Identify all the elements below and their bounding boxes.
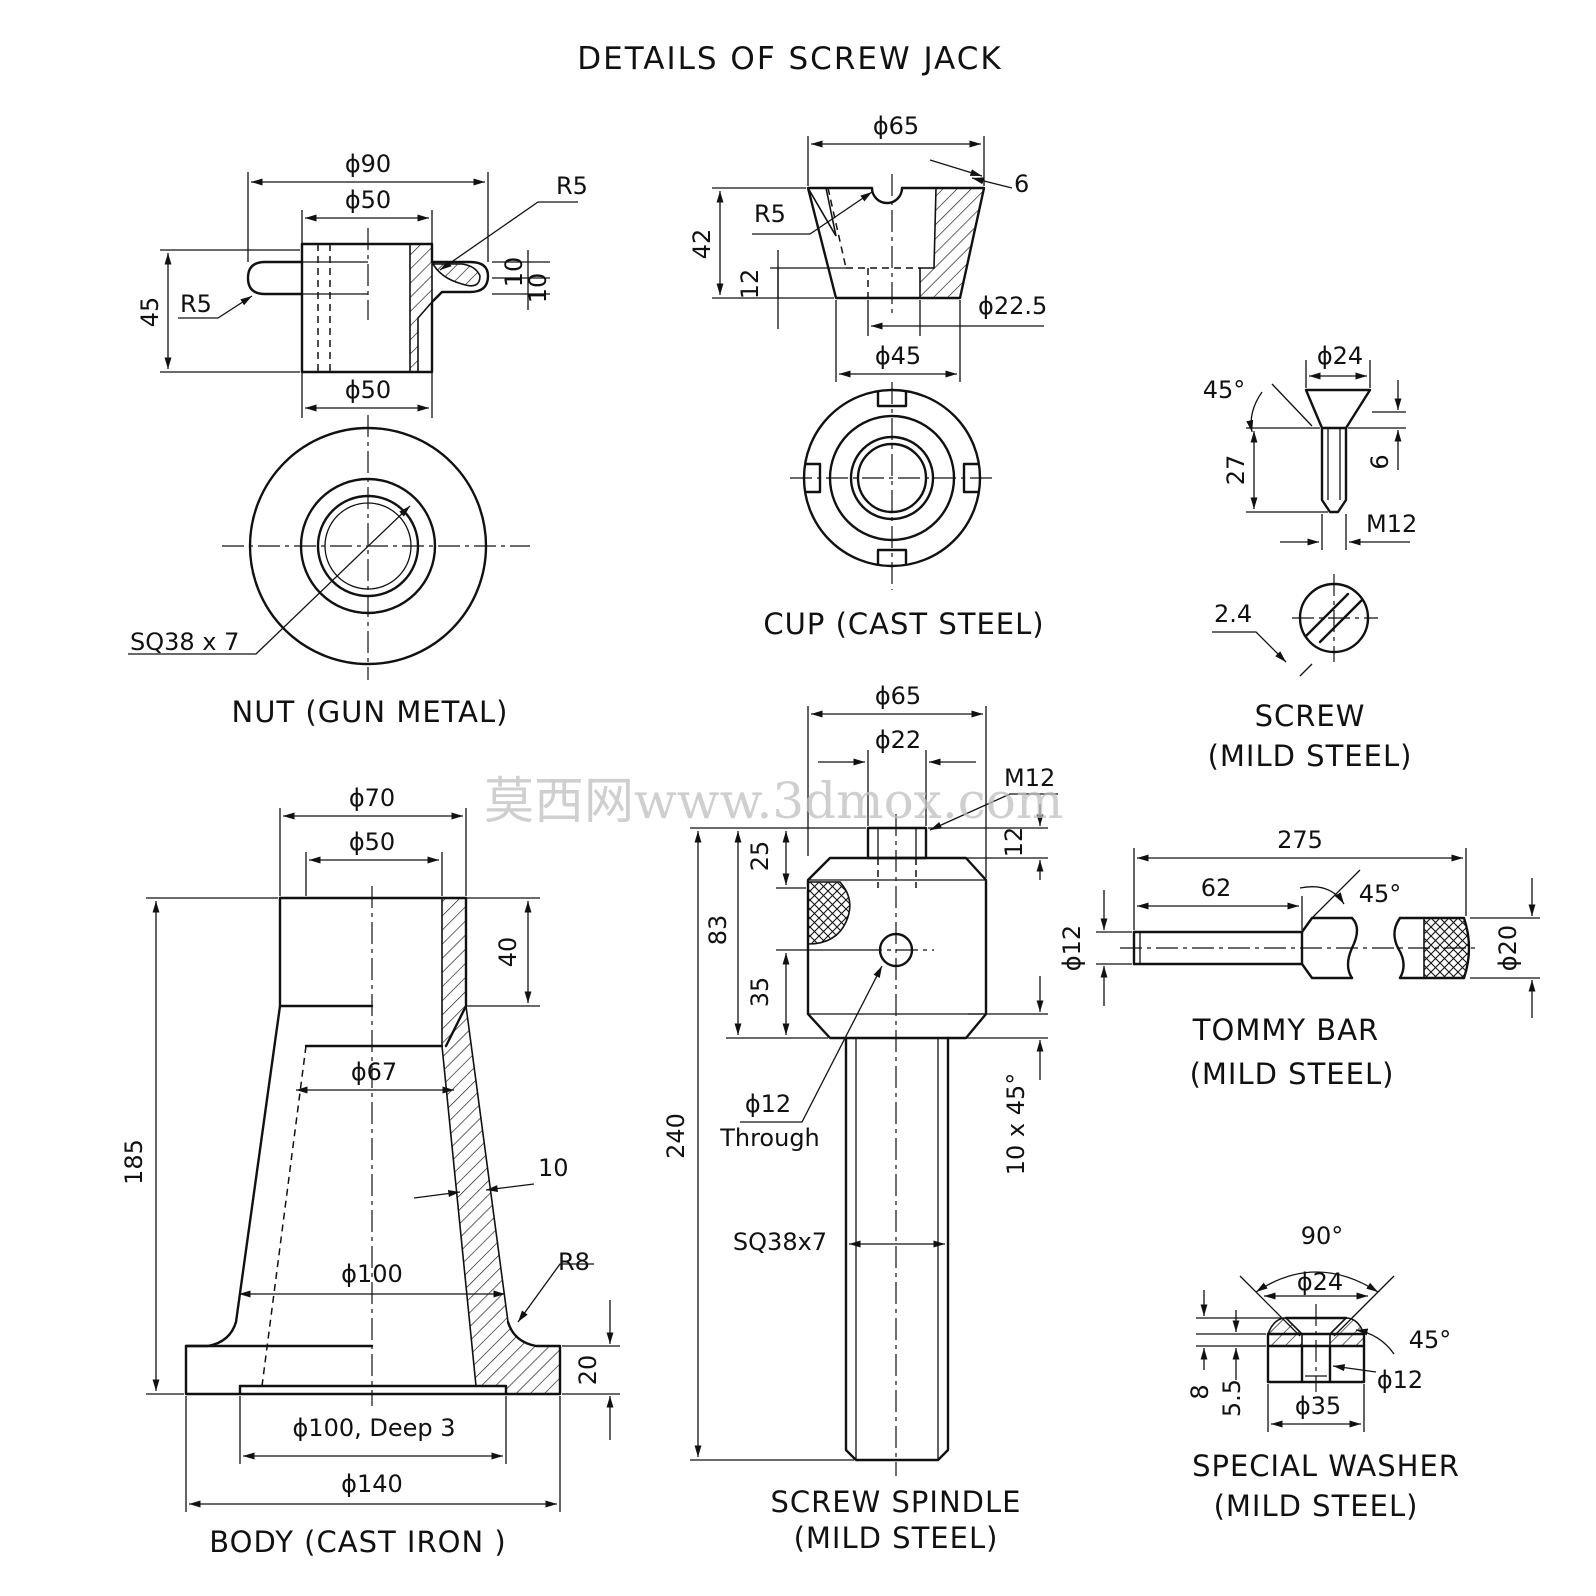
dim-h12: 12 xyxy=(736,269,764,300)
dim-h83: 83 xyxy=(704,915,732,946)
dim-d45: ϕ45 xyxy=(875,342,921,370)
page-title: DETAILS OF SCREW JACK xyxy=(577,41,1002,77)
spindle-label-2: (MILD STEEL) xyxy=(794,1521,999,1555)
dim-d140: ϕ140 xyxy=(341,1470,403,1498)
tommy-dimension-texts: 275 62 45° ϕ12 ϕ20 xyxy=(1058,826,1522,971)
dim-d12: ϕ12 xyxy=(1058,925,1086,971)
dim-r5: R5 xyxy=(754,200,786,228)
dim-t6: 6 xyxy=(1014,170,1029,198)
dim-h42: 42 xyxy=(688,229,716,260)
dim-a45: 45° xyxy=(1409,1326,1452,1354)
dim-d67: ϕ67 xyxy=(351,1058,397,1086)
dim-a45: 45° xyxy=(1203,376,1246,404)
cup-dimension-texts: ϕ65 6 R5 42 12 ϕ22.5 ϕ45 xyxy=(688,112,1047,370)
dim-h12: 12 xyxy=(1000,827,1028,858)
nut-label: NUT (GUN METAL) xyxy=(232,695,509,729)
dim-d24: ϕ24 xyxy=(1297,1268,1343,1296)
tommy-label-2: (MILD STEEL) xyxy=(1190,1057,1395,1091)
dim-d50-bottom: ϕ50 xyxy=(345,376,391,404)
screw-side-view xyxy=(1304,388,1372,514)
cup-front-view xyxy=(806,174,986,318)
dim-t10: 10 xyxy=(538,1154,569,1182)
dim-recess: ϕ100, Deep 3 xyxy=(292,1414,455,1442)
dim-h6: 6 xyxy=(1366,454,1394,469)
dim-d90: ϕ90 xyxy=(345,150,391,178)
dim-l62: 62 xyxy=(1201,874,1232,902)
body-section-view xyxy=(184,886,562,1406)
spindle-dimensions xyxy=(690,706,1058,1461)
nut-front-view xyxy=(246,228,490,374)
washer-label-2: (MILD STEEL) xyxy=(1214,1489,1419,1523)
screw-label-2: (MILD STEEL) xyxy=(1208,739,1413,773)
screw-label-1: SCREW xyxy=(1255,699,1366,733)
dim-d22-5: ϕ22.5 xyxy=(978,292,1047,320)
dim-s2-4: 2.4 xyxy=(1214,600,1252,628)
dim-h8: 8 xyxy=(1186,1384,1214,1399)
nut-dimension-texts: ϕ90 ϕ50 ϕ50 R5 R5 45 10 10 SQ38 x 7 xyxy=(130,150,588,656)
nut-top-view xyxy=(222,415,530,680)
washer-dimensions xyxy=(1196,1271,1395,1432)
dim-d12: ϕ12 xyxy=(1377,1366,1423,1394)
dim-a90: 90° xyxy=(1301,1222,1344,1250)
spindle-view xyxy=(806,814,988,1476)
dim-d24: ϕ24 xyxy=(1317,342,1363,370)
dim-d65: ϕ65 xyxy=(873,112,919,140)
dim-t10b: 10 xyxy=(524,273,552,304)
dim-r5-left: R5 xyxy=(180,290,212,318)
screw-dimensions xyxy=(1212,360,1410,677)
nut-dimensions xyxy=(128,172,578,655)
dim-d50: ϕ50 xyxy=(349,828,395,856)
dim-d100: ϕ100 xyxy=(341,1260,403,1288)
body-label: BODY (CAST IRON ) xyxy=(209,1525,506,1559)
screw-end-view xyxy=(1292,574,1378,662)
dim-d22: ϕ22 xyxy=(875,726,921,754)
dim-h35: 35 xyxy=(746,977,774,1008)
spindle-label-1: SCREW SPINDLE xyxy=(771,1485,1022,1519)
cup-dimensions xyxy=(712,136,1044,382)
dim-h40: 40 xyxy=(494,937,522,968)
tommy-bar-view xyxy=(1120,916,1478,980)
watermark-text: 莫西网www.3dmox.com xyxy=(484,772,1063,830)
washer-dimension-texts: 90° ϕ24 45° 8 5.5 ϕ12 ϕ35 xyxy=(1186,1222,1451,1420)
dim-m12: M12 xyxy=(1004,764,1055,792)
dim-d50-top: ϕ50 xyxy=(345,186,391,214)
dim-r8: R8 xyxy=(558,1248,590,1276)
dim-h5-5: 5.5 xyxy=(1218,1379,1246,1417)
washer-label-1: SPECIAL WASHER xyxy=(1192,1449,1460,1483)
dim-m12: M12 xyxy=(1366,510,1417,538)
tommy-dimensions xyxy=(1096,848,1540,1018)
dim-h27: 27 xyxy=(1222,455,1250,486)
cup-top-view xyxy=(790,382,996,590)
dim-h25: 25 xyxy=(746,841,774,872)
dim-hole: ϕ12 xyxy=(745,1090,791,1118)
dim-d70: ϕ70 xyxy=(349,784,395,812)
dim-d20: ϕ20 xyxy=(1494,925,1522,971)
dim-through: Through xyxy=(719,1124,820,1152)
dim-t10a: 10 xyxy=(500,257,528,288)
dim-d65: ϕ65 xyxy=(875,682,921,710)
dim-h185: 185 xyxy=(120,1139,148,1185)
dim-l275: 275 xyxy=(1277,826,1323,854)
dim-a45: 45° xyxy=(1359,880,1402,908)
body-dimensions xyxy=(146,808,620,1512)
screw-dimension-texts: 45° ϕ24 27 6 M12 2.4 xyxy=(1203,342,1418,628)
dim-d35: ϕ35 xyxy=(1295,1392,1341,1420)
tommy-label-1: TOMMY BAR xyxy=(1192,1013,1379,1047)
dim-h240: 240 xyxy=(662,1113,690,1159)
dim-chamfer: 10 x 45° xyxy=(1002,1073,1030,1176)
dim-thread: SQ38x7 xyxy=(733,1228,827,1256)
washer-section-view xyxy=(1266,1304,1366,1392)
spindle-dimension-texts: ϕ65 ϕ22 M12 12 25 83 35 240 10 x 45° ϕ12… xyxy=(662,682,1055,1256)
dim-thread: SQ38 x 7 xyxy=(130,628,239,656)
dim-h45: 45 xyxy=(136,297,164,328)
dim-r5-right: R5 xyxy=(556,172,588,200)
body-dimension-texts: ϕ70 ϕ50 40 ϕ67 185 10 R8 ϕ100 20 ϕ100, D… xyxy=(120,784,602,1498)
dim-h20: 20 xyxy=(574,1355,602,1386)
cup-label: CUP (CAST STEEL) xyxy=(763,607,1044,641)
